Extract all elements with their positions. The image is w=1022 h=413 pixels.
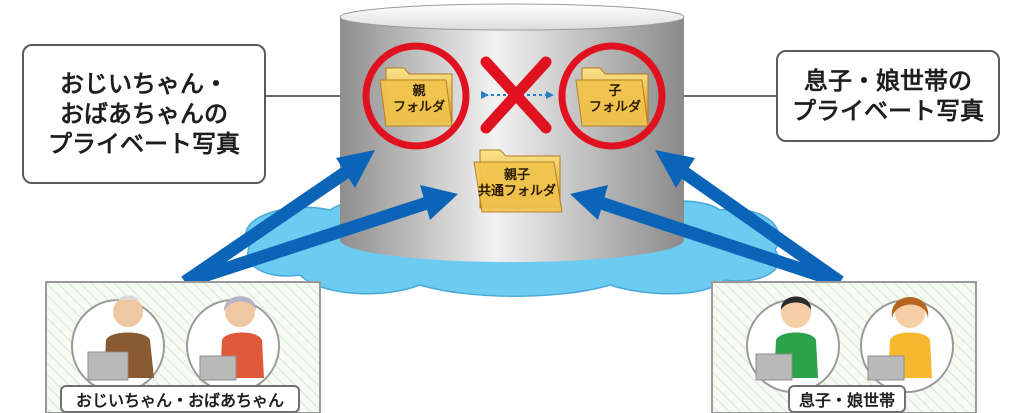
- parent-folder-label-line-2: フォルダ: [392, 99, 445, 115]
- callout-right-line-2: プライベート写真: [792, 97, 984, 125]
- callout-family-photos: 息子・娘世帯の プライベート写真: [776, 50, 1000, 142]
- child-folder-icon: [575, 67, 649, 127]
- parent-folder-icon: [379, 67, 453, 127]
- parent-folder-highlight-circle: [362, 42, 470, 150]
- arrowhead-child-folder: [655, 150, 695, 188]
- daughter-avatar: [867, 297, 932, 381]
- callout-left-line-3: プライベート写真: [48, 130, 240, 158]
- arrowhead-parent-folder: [336, 150, 375, 188]
- grandfather-avatar: [87, 295, 154, 381]
- callout-right-line-1: 息子・娘世帯の: [804, 67, 972, 95]
- son-avatar: [755, 296, 818, 381]
- callout-left-line-1: おじいちゃん・: [60, 70, 228, 98]
- callout-left-line-2: おばあちゃんの: [60, 100, 228, 128]
- arrow-family-to-child-folder: [671, 160, 844, 288]
- arrow-family-to-shared-folder: [595, 195, 843, 289]
- shared-folder-label: 親子 共通フォルダ: [474, 168, 560, 199]
- shared-folder-icon: [473, 149, 563, 213]
- shared-folder-label-line-1: 親子: [503, 168, 530, 183]
- parent-folder-label: 親 フォルダ: [388, 84, 450, 115]
- grandparents-group-label: おじいちゃん・おばあちゃん: [60, 385, 300, 413]
- grandmother-avatar: [199, 296, 264, 381]
- storage-cylinder: [339, 3, 685, 262]
- no-access-cross-icon: [480, 56, 552, 134]
- shared-folder-label-line-2: 共通フォルダ: [477, 183, 556, 199]
- arrowhead-shared-folder-left: [420, 185, 458, 220]
- family-group-label: 息子・娘世帯: [788, 385, 906, 413]
- arrow-grandparents-to-shared-folder: [182, 195, 433, 289]
- callout-grandparents-photos: おじいちゃん・ おばあちゃんの プライベート写真: [22, 44, 266, 184]
- arrow-grandparents-to-parent-folder: [181, 160, 359, 288]
- child-folder-highlight-circle: [558, 42, 666, 150]
- child-folder-label-line-2: フォルダ: [588, 99, 641, 115]
- parent-folder-label-line-1: 親: [412, 84, 426, 99]
- child-folder-label: 子 フォルダ: [584, 84, 646, 115]
- child-folder-label-line-1: 子: [608, 84, 622, 99]
- arrowhead-shared-folder-right: [570, 185, 608, 220]
